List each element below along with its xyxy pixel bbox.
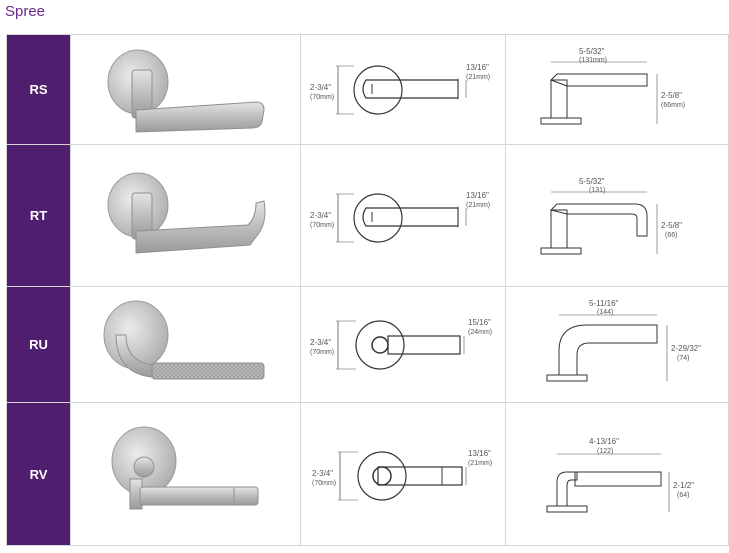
table-row: RT 2-3/4" (70mm) 13/16" (21mm) (6, 144, 729, 287)
top-view-drawing: 2-3/4" (70mm) 13/16" (21mm) (300, 144, 506, 287)
length-label: 5-5/32" (579, 47, 605, 56)
depth-label: 15/16" (468, 318, 491, 327)
lever-ru-photo (103, 300, 264, 379)
projection-mm: (66) (665, 232, 677, 239)
length-label: 5-5/32" (579, 177, 605, 186)
side-view-rs: 5-5/32" (131mm) 2-5/8" (66mm) (540, 47, 685, 124)
top-view-rv: 2-3/4" (70mm) 13/16" (21mm) (312, 449, 492, 501)
rose-diameter-mm: (70mm) (312, 480, 336, 487)
table-row: RU 2-3/4" (6, 286, 729, 403)
projection-mm: (64) (677, 492, 689, 499)
lever-spec-table: RS (6, 34, 729, 546)
rose-diameter-mm: (70mm) (310, 349, 334, 356)
depth-mm: (21mm) (468, 460, 492, 467)
side-view-drawing: 5-11/16" (144) 2-29/32" (74) (505, 286, 729, 403)
model-code: RV (6, 402, 71, 546)
projection-label: 2-29/32" (671, 344, 701, 353)
projection-label: 2-1/2" (673, 481, 694, 490)
side-view-ru: 5-11/16" (144) 2-29/32" (74) (546, 299, 701, 381)
rose-diameter-mm: (70mm) (310, 222, 334, 229)
length-label: 4-13/16" (589, 437, 619, 446)
projection-label: 2-5/8" (661, 221, 682, 230)
top-view-drawing: 2-3/4" (70mm) 13/16" (21mm) (300, 402, 506, 546)
side-view-drawing: 4-13/16" (122) 2-1/2" (64) (505, 402, 729, 546)
table-row: RV 2-3/4" (70mm) 13/16" (6, 402, 729, 546)
top-view-ru: 2-3/4" (70mm) 15/16" (24mm) (310, 318, 492, 370)
top-view-drawing: 2-3/4" (70mm) 13/16" (21mm) (300, 34, 506, 145)
product-image-cell (70, 402, 301, 546)
rose-diameter-label: 2-3/4" (310, 211, 331, 220)
depth-mm: (21mm) (466, 74, 490, 81)
model-code: RS (6, 34, 71, 145)
model-code: RU (6, 286, 71, 403)
side-view-drawing: 5-5/32" (131mm) 2-5/8" (66mm) (505, 34, 729, 145)
product-image-cell (70, 34, 301, 145)
length-mm: (131mm) (579, 57, 607, 64)
lever-rt-photo (107, 172, 265, 254)
rose-diameter-label: 2-3/4" (312, 469, 333, 478)
projection-mm: (66mm) (661, 102, 685, 109)
rose-diameter-label: 2-3/4" (310, 338, 331, 347)
side-view-drawing: 5-5/32" (131) 2-5/8" (66) (505, 144, 729, 287)
top-view-rt: 2-3/4" (70mm) 13/16" (21mm) (310, 191, 490, 243)
rose-diameter-mm: (70mm) (310, 94, 334, 101)
side-view-rt: 5-5/32" (131) 2-5/8" (66) (540, 177, 682, 254)
projection-mm: (74) (677, 355, 689, 362)
projection-label: 2-5/8" (661, 91, 682, 100)
depth-label: 13/16" (466, 63, 489, 72)
length-label: 5-11/16" (589, 299, 619, 308)
length-mm: (122) (597, 448, 613, 455)
page-title: Spree (5, 3, 46, 20)
table-row: RS (6, 34, 729, 145)
depth-label: 13/16" (468, 449, 491, 458)
product-image-cell (70, 286, 301, 403)
product-image-cell (70, 144, 301, 287)
depth-mm: (21mm) (466, 202, 490, 209)
rose-diameter-label: 2-3/4" (310, 83, 331, 92)
model-code: RT (6, 144, 71, 287)
top-view-drawing: 2-3/4" (70mm) 15/16" (24mm) (300, 286, 506, 403)
length-mm: (144) (597, 309, 613, 316)
top-view-rs: 2-3/4" (70mm) 13/16" (21mm) (310, 63, 490, 115)
lever-rv-photo (111, 426, 258, 510)
side-view-rv: 4-13/16" (122) 2-1/2" (64) (546, 437, 694, 513)
depth-label: 13/16" (466, 191, 489, 200)
depth-mm: (24mm) (468, 329, 492, 336)
length-mm: (131) (589, 187, 605, 194)
lever-rs-photo (107, 49, 265, 133)
